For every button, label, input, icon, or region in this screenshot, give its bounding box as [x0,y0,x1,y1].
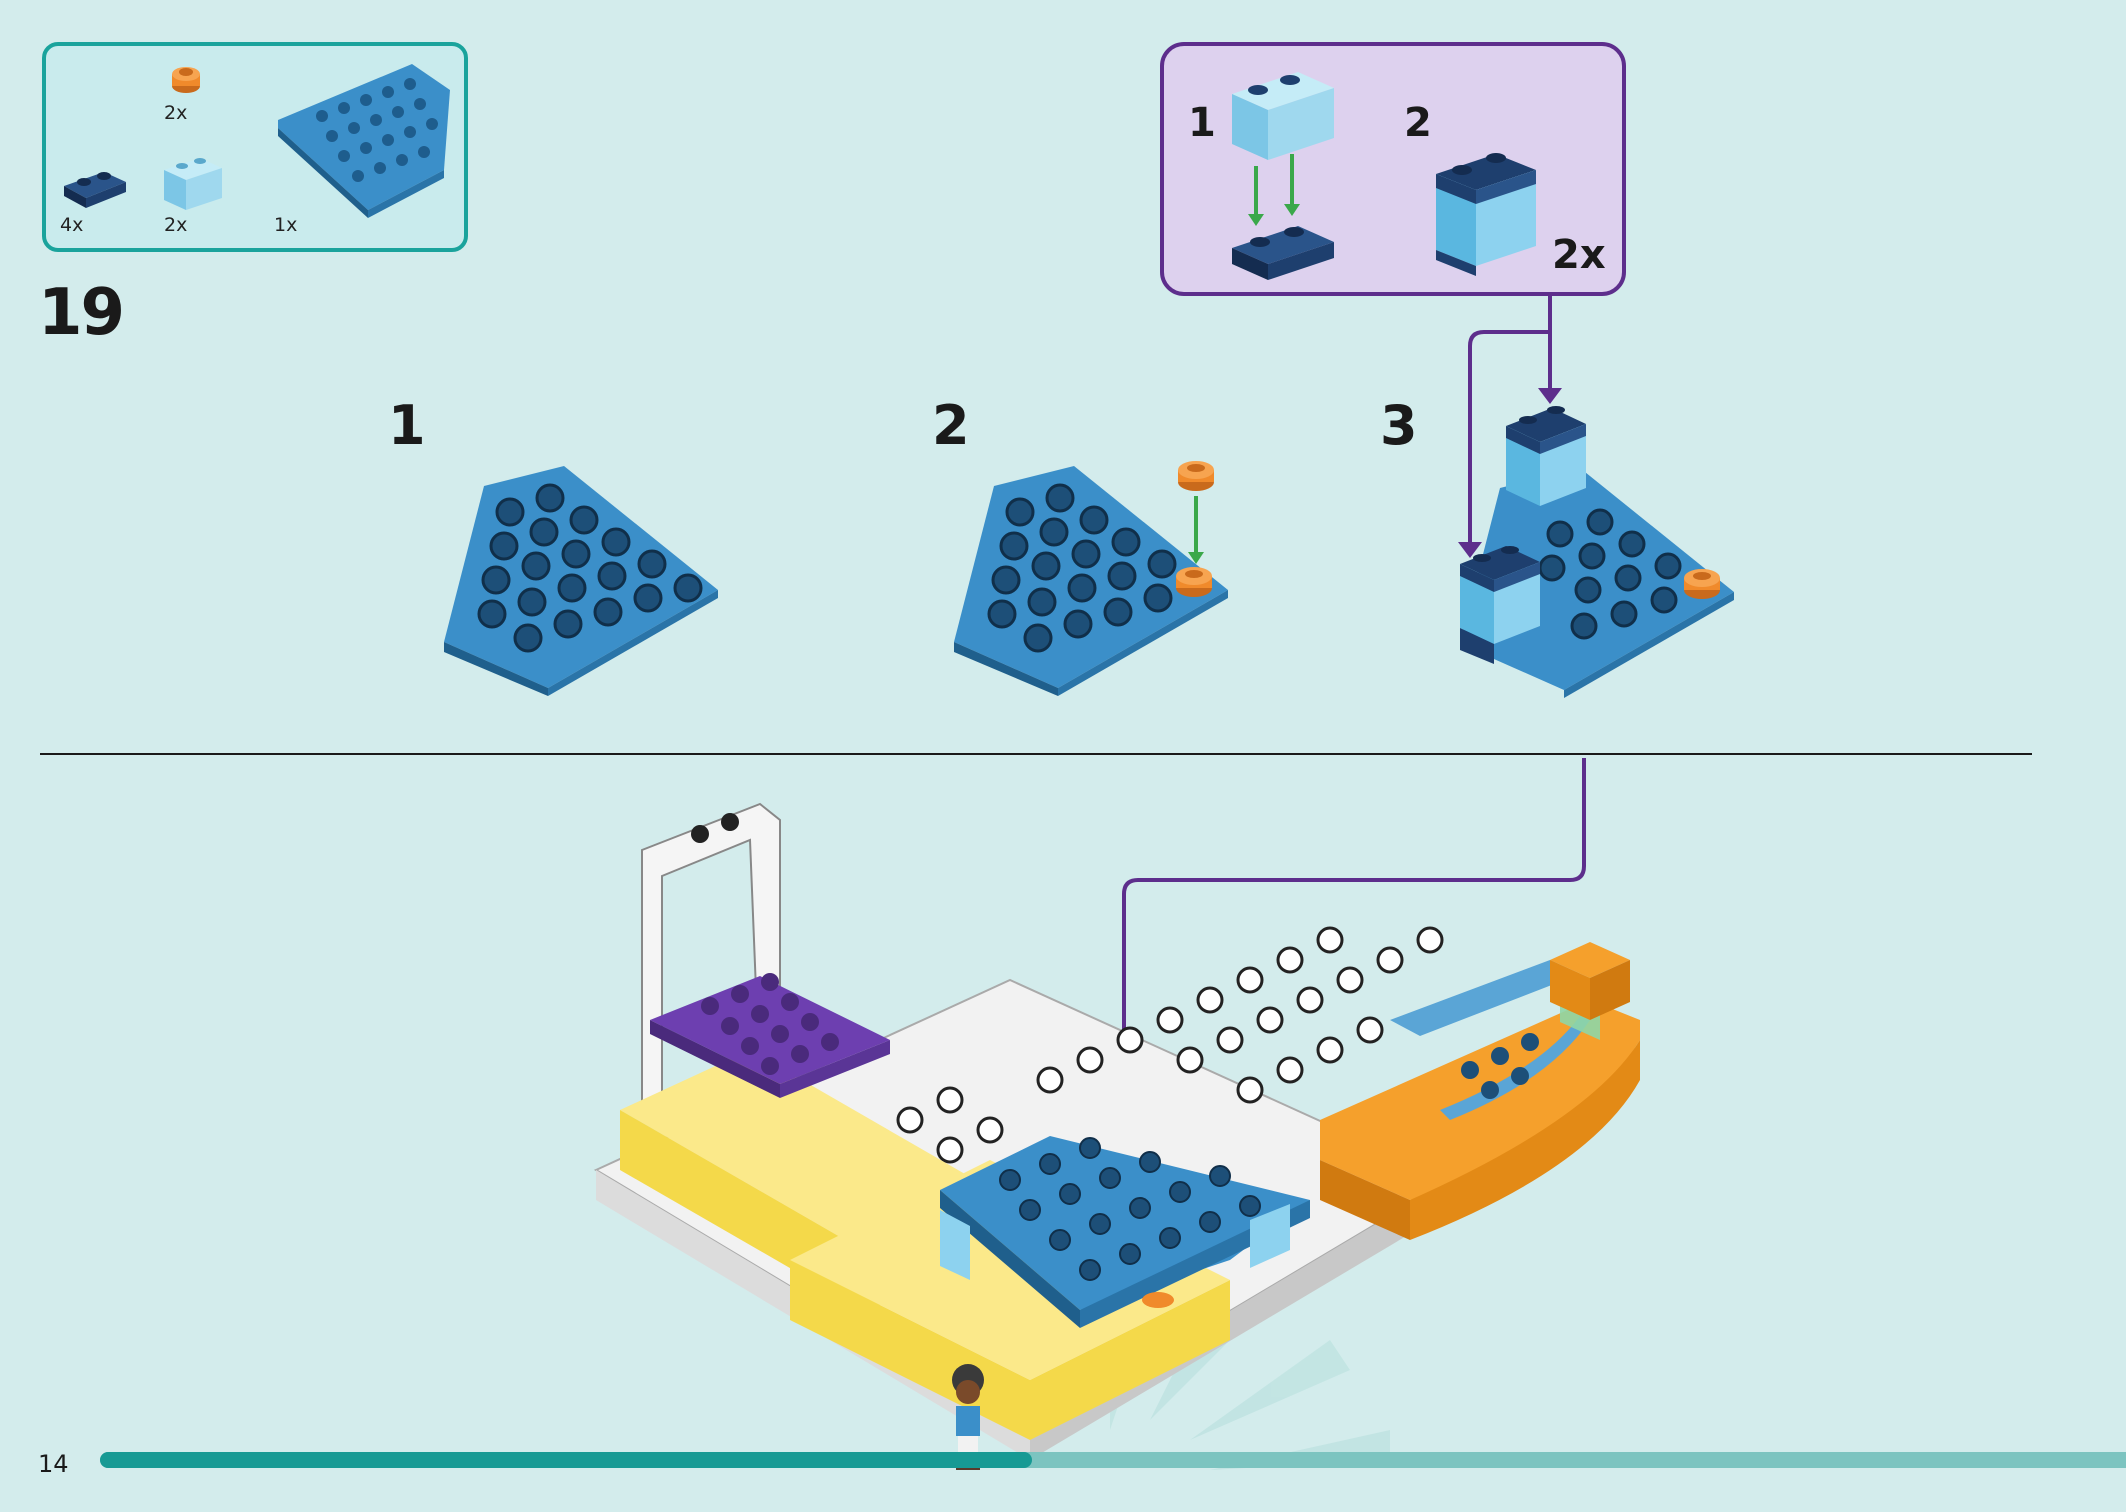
callout-step-1-illustration [1232,72,1334,280]
progress-track [100,1452,2126,1468]
callout-step-2-label: 2 [1404,100,1432,146]
substep-2-label: 2 [932,394,970,457]
substep-1-label: 1 [388,394,426,457]
purple-plate [650,973,890,1098]
dark-blue-plate-qty: 4x [60,214,84,236]
placement-arrow-to-model [1122,758,1586,1122]
step-number: 19 [38,276,125,350]
orange-round-plate-qty: 2x [164,102,188,124]
dark-blue-plate-icon [64,172,126,208]
trans-blue-brick-qty: 2x [164,214,188,236]
green-arrow-head [1188,552,1204,564]
callout-arrow-to-left-brick [1468,330,1550,546]
yellow-bricks [620,1050,1230,1440]
blue-wedge-plate-qty: 1x [274,214,298,236]
progress-fill [100,1452,1032,1468]
substep-3-label: 3 [1380,394,1418,457]
trans-brick-top [1506,406,1586,506]
main-model-illustration [593,802,1640,1470]
page-number: 14 [38,1450,69,1478]
section-divider [40,753,2032,755]
callout-step-1-label: 1 [1188,100,1216,146]
orange-curved-bench [1320,942,1640,1240]
blue-wedge-plate-icon [278,64,450,218]
trans-blue-brick-icon [164,158,222,210]
orange-round-plate-icon [172,67,200,93]
model-blue-wedge [940,1136,1310,1328]
substep-2-wedge-with-studs [954,461,1228,696]
parts-list-panel: 2x 4x 2x 1x [42,42,468,252]
orange-stud-assembled [1684,569,1720,599]
orange-stud-floating [1178,461,1214,491]
substep-1-wedge-plate [444,466,718,696]
substep-3-assembly [1460,406,1734,698]
callout-multiplier: 2x [1552,232,1606,278]
orange-stud-placed [1176,567,1212,597]
sub-assembly-callout: 1 2 2x [1160,42,1626,296]
callout-step-2-illustration [1436,153,1536,276]
trans-brick-left [1460,546,1540,664]
